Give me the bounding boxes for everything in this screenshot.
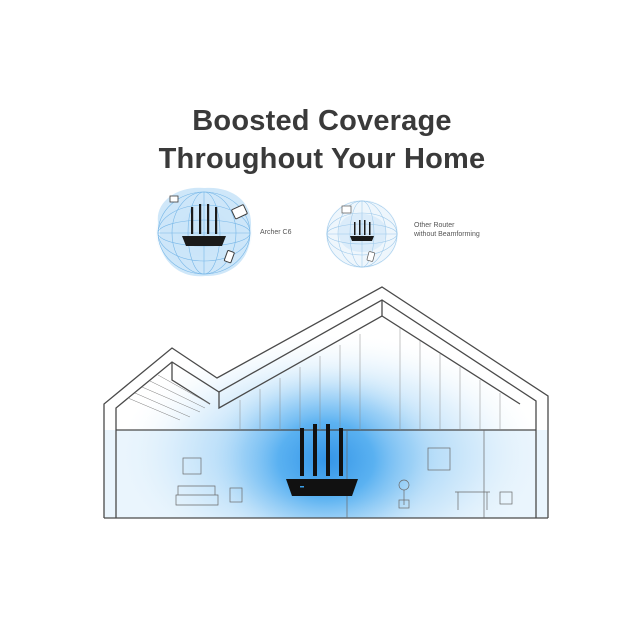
archer-coverage-globe-icon [156, 187, 252, 277]
archer-router-icon [182, 204, 226, 246]
laptop-icon [169, 195, 179, 203]
archer-label: Archer C6 [260, 229, 292, 236]
headline-line-2: Throughout Your Home [158, 143, 486, 175]
headline-line-1: Boosted Coverage [192, 105, 452, 137]
tablet-icon [231, 204, 248, 220]
other-router-icon [350, 220, 374, 241]
other-router-label-1: Other Router [414, 222, 455, 229]
other-router-globe-icon [326, 200, 398, 268]
phone-icon [366, 251, 376, 262]
phone-icon [223, 250, 235, 264]
tablet-icon [341, 205, 352, 214]
central-router-icon [286, 424, 358, 496]
house-outline-icon [103, 286, 549, 519]
other-router-label-2: without Beamforming [413, 231, 480, 238]
